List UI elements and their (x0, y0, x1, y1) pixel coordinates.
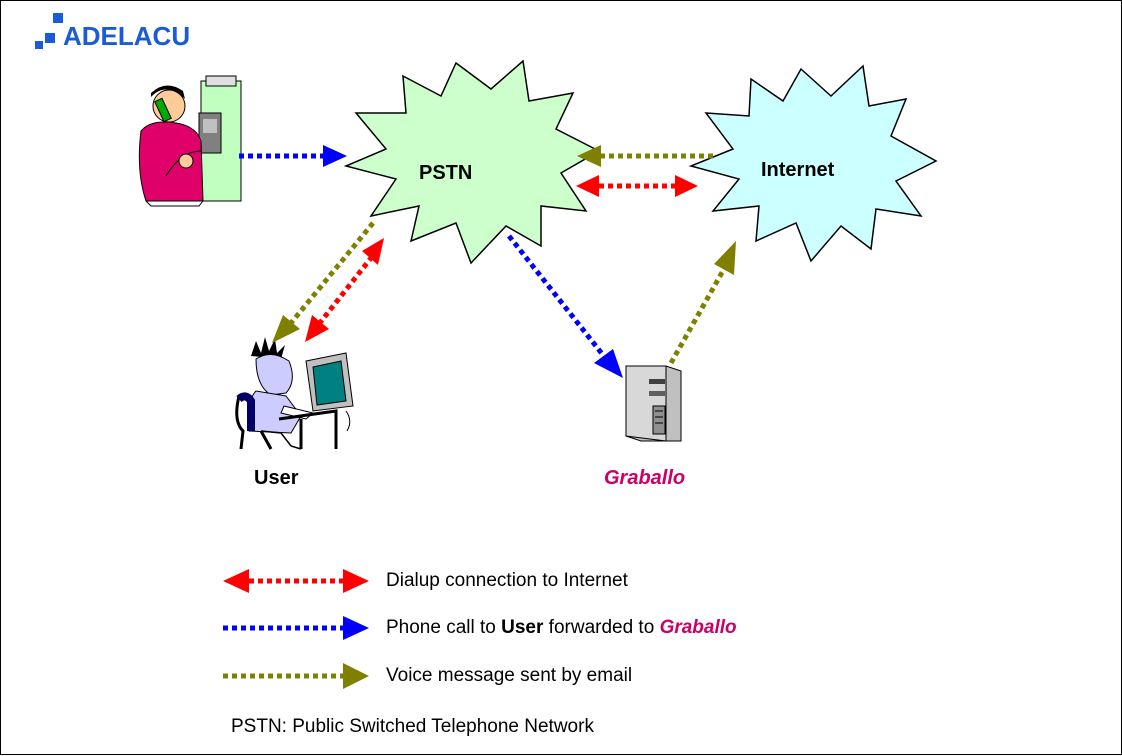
phone-call-arrow-2 (507, 234, 623, 378)
voice-arrow-1 (577, 145, 713, 167)
legend-voice-arrow (223, 663, 369, 689)
dialup-arrow-1 (576, 175, 698, 197)
logo-text: ADELACU (63, 21, 191, 51)
graballo-label: Graballo (604, 467, 685, 489)
legend-dialup-arrow (223, 569, 369, 593)
internet-cloud (688, 64, 938, 263)
voice-arrow-3 (668, 241, 736, 365)
voice-arrow-2 (272, 221, 375, 343)
internet-label: Internet (761, 159, 835, 181)
phone-booth-icon (138, 75, 242, 207)
phone-call-arrow-1 (239, 145, 347, 167)
dialup-arrow-2 (305, 238, 384, 342)
pstn-cloud (343, 59, 601, 265)
legend-dialup-text: Dialup connection to Internet (386, 570, 628, 591)
legend-phone-middle: forwarded to (543, 617, 660, 638)
legend-phone-graballo: Graballo (659, 617, 737, 638)
legend-phone-user: User (501, 617, 544, 638)
legend-voice-text: Voice message sent by email (386, 665, 633, 686)
legend-phone-text: Phone call to User forwarded to Graballo (386, 617, 737, 639)
user-label: User (254, 467, 299, 489)
logo-icon (35, 13, 63, 49)
server-icon (625, 365, 682, 442)
legend-phone-prefix: Phone call to (386, 617, 502, 638)
pstn-label: PSTN (419, 162, 472, 184)
footnote: PSTN: Public Switched Telephone Network (231, 716, 594, 737)
user-computer-icon (235, 337, 354, 450)
legend-phone-arrow (223, 616, 369, 640)
